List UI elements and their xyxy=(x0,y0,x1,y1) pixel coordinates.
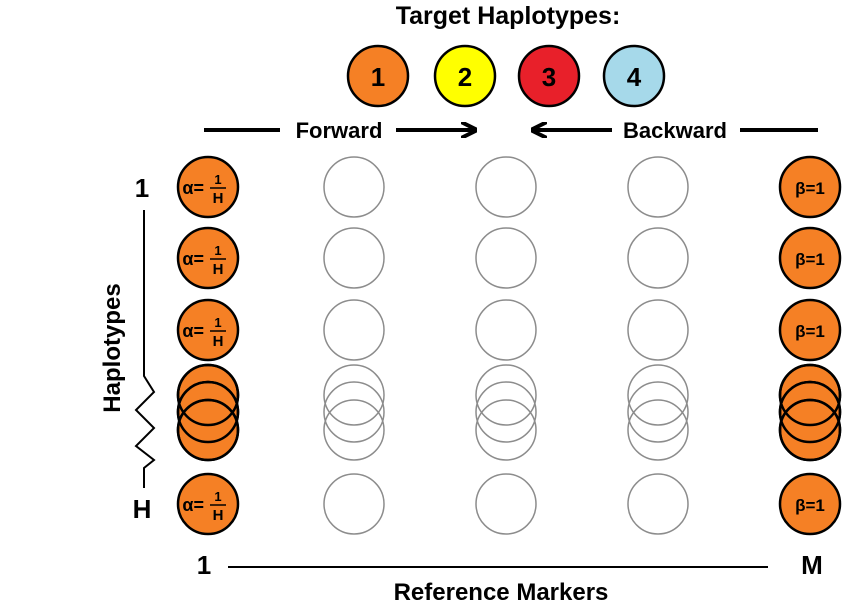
y-axis-top-label: 1 xyxy=(135,173,149,203)
beta-node-row-3: β=1 xyxy=(778,298,842,362)
x-axis-start-label: 1 xyxy=(197,550,211,580)
alpha-node-row-1-circle xyxy=(176,155,240,219)
target-label-2: 2 xyxy=(458,62,472,92)
state-node-r2-c2 xyxy=(475,227,537,289)
alpha-numerator: 1 xyxy=(214,315,221,330)
alpha-node-row-2: α= 1H xyxy=(176,226,240,290)
state-node-stack-c2-circle-3 xyxy=(475,399,537,461)
state-node-r4-c2 xyxy=(475,473,537,535)
state-node-stack-c1-circle-3 xyxy=(323,399,385,461)
beta-node-stack-outline-2 xyxy=(778,380,842,444)
beta-label: β=1 xyxy=(795,250,825,269)
alpha-node-stack-outline-2 xyxy=(176,380,240,444)
target-label-1: 1 xyxy=(371,62,385,92)
alpha-numerator: 1 xyxy=(214,489,221,504)
state-node-r3-c2 xyxy=(475,299,537,361)
state-node-stack-c1-circle-2 xyxy=(323,381,385,443)
beta-node-row-3-circle xyxy=(778,298,842,362)
alpha-denominator: H xyxy=(213,261,224,278)
beta-label: β=1 xyxy=(795,179,825,198)
alpha-prefix: α= xyxy=(182,495,204,515)
state-node-stack-c3 xyxy=(627,364,689,461)
alpha-node-row-4-circle xyxy=(176,472,240,536)
state-node-r1-c1 xyxy=(323,156,385,218)
beta-node-stack-outline-1 xyxy=(778,363,842,427)
target-haplotype-2: 2 xyxy=(433,44,497,108)
beta-node-stack-outline-3 xyxy=(778,398,842,462)
state-node-stack-c3-circle-1 xyxy=(627,364,689,426)
target-circle-4 xyxy=(602,44,666,108)
beta-node-row-1: β=1 xyxy=(778,155,842,219)
beta-label: β=1 xyxy=(795,496,825,515)
state-node-stack-c2 xyxy=(475,364,537,461)
backward-label: Backward xyxy=(623,118,727,143)
state-node-r4-c3 xyxy=(627,473,689,535)
beta-node-row-2: β=1 xyxy=(778,226,842,290)
state-node-r3-c3 xyxy=(627,299,689,361)
x-axis-end-label: M xyxy=(801,550,823,580)
alpha-node-stack-outline-1 xyxy=(176,363,240,427)
state-node-stack-c2-circle-1 xyxy=(475,364,537,426)
state-node-r2-c1 xyxy=(323,227,385,289)
alpha-node-row-3: α= 1H xyxy=(176,298,240,362)
target-label-3: 3 xyxy=(542,62,556,92)
beta-node-row-1-circle xyxy=(778,155,842,219)
target-haplotype-3: 3 xyxy=(517,44,581,108)
state-node-stack-c3-circle-2 xyxy=(627,381,689,443)
state-node-r3-c1 xyxy=(323,299,385,361)
beta-node-row-4-circle xyxy=(778,472,842,536)
alpha-numerator: 1 xyxy=(214,172,221,187)
alpha-node-row-1: α= 1H xyxy=(176,155,240,219)
alpha-node-row-3-circle xyxy=(176,298,240,362)
alpha-node-stack xyxy=(176,363,240,462)
y-axis-bottom-label: H xyxy=(133,494,152,524)
x-axis-label: Reference Markers xyxy=(394,579,609,606)
alpha-prefix: α= xyxy=(182,178,204,198)
target-label-4: 4 xyxy=(627,62,642,92)
state-grid: α=1Hβ=1α=1Hβ=1α=1Hβ=1α=1Hβ=1 xyxy=(176,155,842,536)
target-haplotype-4: 4 xyxy=(602,44,666,108)
state-node-stack-c2-circle-2 xyxy=(475,381,537,443)
beta-node-row-4: β=1 xyxy=(778,472,842,536)
state-node-r1-c3 xyxy=(627,156,689,218)
target-haplotype-1: 1 xyxy=(346,44,410,108)
target-circle-1 xyxy=(346,44,410,108)
state-node-r1-c2 xyxy=(475,156,537,218)
y-axis-line xyxy=(134,210,156,488)
beta-node-row-2-circle xyxy=(778,226,842,290)
alpha-numerator: 1 xyxy=(214,243,221,258)
alpha-prefix: α= xyxy=(182,249,204,269)
state-node-r4-c1 xyxy=(323,473,385,535)
diagram-title: Target Haplotypes: xyxy=(396,2,621,30)
alpha-denominator: H xyxy=(213,507,224,524)
beta-node-stack xyxy=(778,363,842,462)
forward-label: Forward xyxy=(296,118,383,143)
state-node-r2-c3 xyxy=(627,227,689,289)
state-node-stack-c3-circle-3 xyxy=(627,399,689,461)
alpha-denominator: H xyxy=(213,190,224,207)
alpha-node-stack-outline-3 xyxy=(176,398,240,462)
alpha-denominator: H xyxy=(213,333,224,350)
alpha-node-row-2-circle xyxy=(176,226,240,290)
y-axis-label: Haplotypes xyxy=(99,283,126,412)
target-circle-2 xyxy=(433,44,497,108)
alpha-prefix: α= xyxy=(182,321,204,341)
state-node-stack-c1-circle-1 xyxy=(323,364,385,426)
beta-label: β=1 xyxy=(795,322,825,341)
target-circle-3 xyxy=(517,44,581,108)
state-node-stack-c1 xyxy=(323,364,385,461)
alpha-node-row-4: α= 1H xyxy=(176,472,240,536)
